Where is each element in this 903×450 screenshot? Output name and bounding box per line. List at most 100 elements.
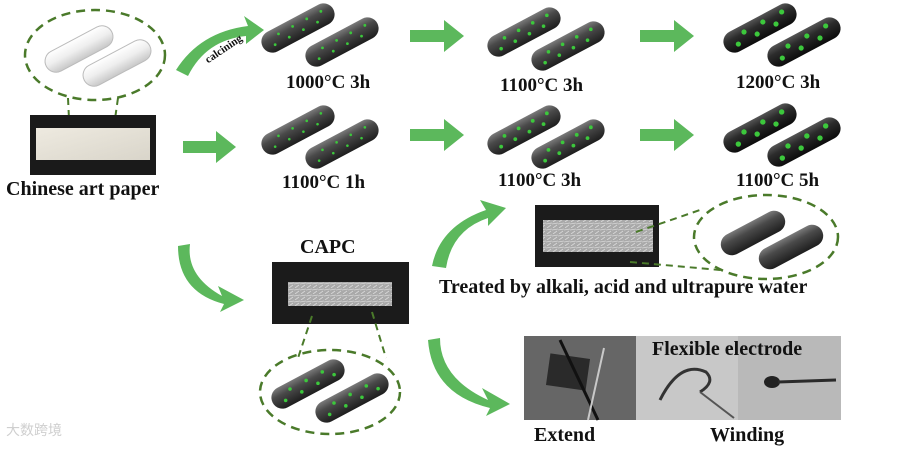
green-dot [318,57,321,60]
arrow-r2-1 [410,119,464,151]
green-dot [561,43,565,47]
green-dot [328,413,332,417]
treated-label: Treated by alkali, acid and ultrapure wa… [439,276,807,299]
green-dot [804,133,809,138]
green-dot [528,130,532,134]
green-dot [773,21,778,26]
green-dot [586,136,590,140]
winding-label: Winding [710,424,784,447]
arrow-r1-2 [640,20,694,52]
green-dot [760,119,765,124]
arrow-r1-1 [410,20,464,52]
green-dot [320,370,324,374]
rods-1100c-5h [720,100,845,171]
green-dot [320,112,323,115]
green-dot [364,384,368,388]
green-dot [302,130,305,133]
green-dot [586,38,590,42]
green-dot [557,53,561,57]
green-dot [779,109,784,114]
green-dot [545,111,549,115]
rods-1100c-3h-b [484,102,609,173]
green-dot [360,395,364,399]
green-dot [575,133,579,137]
green-dot [513,137,517,141]
green-dot [741,129,746,134]
green-dot [274,43,277,46]
green-dot [780,155,785,160]
green-dot [363,24,366,27]
green-dot [823,123,828,128]
capc-label: CAPC [300,236,356,259]
green-dot [736,141,741,146]
green-dot [575,35,579,39]
green-dot [754,131,759,136]
green-dot [344,404,348,408]
green-dot [542,122,546,126]
green-dot [547,148,551,152]
green-dot [557,151,561,155]
green-dot [589,28,593,32]
green-dot [817,135,822,140]
green-dot [305,17,308,20]
green-dot [376,387,380,391]
green-dot [773,121,778,126]
green-dot [528,32,532,36]
green-dot [517,29,521,33]
green-dot [316,21,319,24]
green-dot [760,19,765,24]
rods-1200c-3h [720,0,845,70]
green-dot [288,36,291,39]
green-dot [332,50,335,53]
watermark: 大数跨境 [6,420,62,440]
green-dot [503,36,507,40]
green-dot [277,135,280,138]
green-dot [348,393,352,397]
green-dot [321,46,324,49]
rods-1100c-3h [484,4,609,75]
arrow-to-flexible [428,338,510,416]
row2-label-2: 1100°C 5h [736,170,819,192]
green-dot [561,140,565,144]
green-dot [517,126,521,130]
arrow-to-treated [432,200,506,268]
rods-1000c-3h [258,0,383,70]
arrow-r2-0 [183,131,236,163]
green-dot [318,159,321,162]
green-dot [291,127,294,130]
flexible-electrode-label: Flexible electrode [652,338,802,361]
green-dot [547,50,551,54]
green-dot [741,29,746,34]
green-dot [349,134,352,137]
green-dot [798,145,803,150]
green-dot [319,10,322,13]
green-dot [545,14,549,18]
green-dot [543,61,547,65]
extend-label: Extend [534,424,595,447]
green-dot [823,23,828,28]
green-dot [785,43,790,48]
green-dot [300,390,304,394]
green-dot [499,47,503,51]
green-dot [305,120,308,123]
green-dot [360,35,363,38]
green-dot [332,401,336,405]
green-dot [804,33,809,38]
green-dot [543,159,547,163]
green-dot [513,39,517,43]
green-dot [291,25,294,28]
green-dot [321,149,324,152]
green-dot [572,46,576,50]
green-dot [780,55,785,60]
green-dot [589,125,593,129]
green-dot [785,143,790,148]
green-dot [817,35,822,40]
row1-label-0: 1000°C 3h [286,72,370,94]
green-dot [332,373,336,377]
green-dot [503,134,507,138]
green-dot [349,31,352,34]
green-dot [316,123,319,126]
green-dot [277,32,280,35]
row2-label-1: 1100°C 3h [498,170,581,192]
